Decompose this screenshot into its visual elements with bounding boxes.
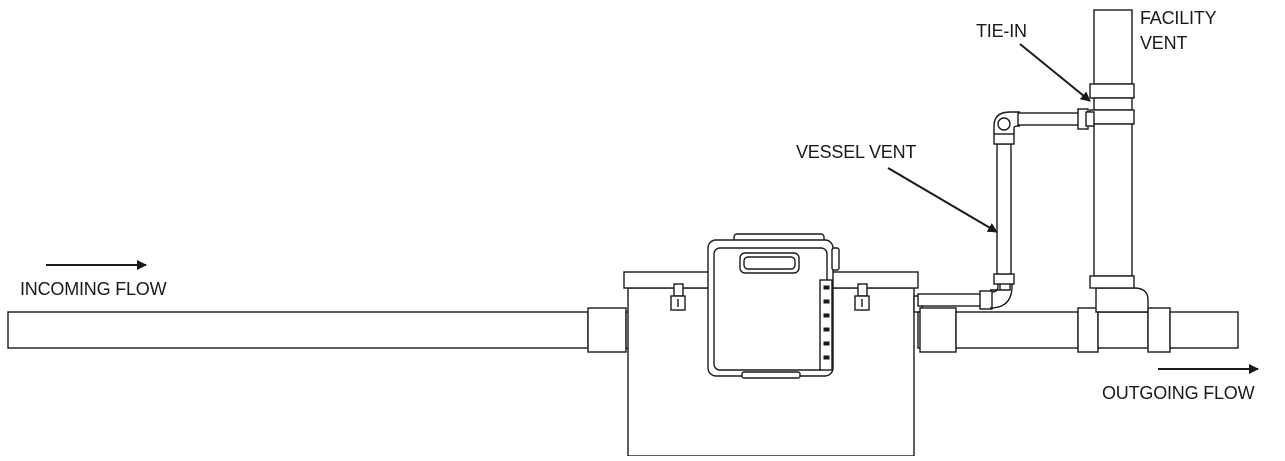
incoming-pipe <box>7 307 631 353</box>
vessel-vent-leader <box>887 167 998 233</box>
outgoing-flow-label: OUTGOING FLOW <box>1102 383 1255 403</box>
right-latch <box>854 283 870 311</box>
incoming-flow-label: INCOMING FLOW <box>20 279 167 299</box>
facility-vent-label-line2: VENT <box>1140 33 1188 53</box>
facility-vent-label-line1: FACILITY <box>1140 8 1217 28</box>
tie-in-label: TIE-IN <box>976 21 1027 41</box>
facility-vent-stack <box>1089 9 1135 289</box>
control-unit <box>707 233 840 379</box>
outgoing-pipe <box>913 287 1239 353</box>
left-latch <box>670 283 686 311</box>
vessel-vent-piping <box>917 108 1095 310</box>
vessel-vent-label: VESSEL VENT <box>796 142 917 162</box>
tie-in-leader <box>1019 43 1091 102</box>
